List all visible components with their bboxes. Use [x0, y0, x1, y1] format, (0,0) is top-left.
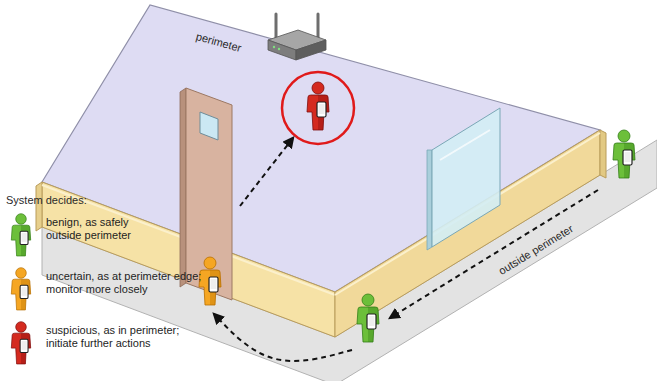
door-panel [186, 88, 232, 300]
router-side [268, 40, 296, 60]
person-head [16, 268, 27, 279]
person-icon [357, 294, 379, 342]
person-body [11, 279, 30, 310]
door [180, 88, 232, 300]
person-shade [368, 307, 379, 342]
person-shade [210, 270, 221, 305]
person-body [357, 307, 379, 342]
movement-arrow [214, 314, 352, 361]
phone-screen [22, 341, 27, 350]
person-head [16, 214, 27, 225]
phone-screen [22, 233, 27, 242]
person-icon [11, 322, 30, 364]
router-side [296, 40, 326, 60]
phone-screen [319, 104, 325, 114]
door-window [200, 112, 218, 140]
legend-text: uncertain, as at perimeter edge; monitor… [46, 270, 216, 296]
person-shade [624, 143, 635, 178]
legend-entry: benign, as safely outside perimeter [6, 212, 146, 258]
person-shade [21, 279, 31, 310]
legend-icon [6, 320, 40, 366]
legend-text: benign, as safely outside perimeter [46, 216, 146, 242]
wall-end [600, 130, 606, 178]
people [199, 82, 635, 342]
person-shade [21, 333, 31, 364]
legend-icon [6, 212, 40, 258]
phone-screen [369, 316, 375, 326]
window-edge [427, 150, 432, 250]
phone-icon [317, 102, 326, 117]
phone-screen [22, 287, 27, 296]
person-icon [613, 130, 635, 178]
phone-screen [625, 152, 631, 162]
person-shade [21, 225, 31, 256]
legend-text: suspicious, as in perimeter; initiate fu… [46, 324, 196, 350]
phone-screen [211, 279, 217, 289]
person-icon [307, 82, 329, 130]
phone-icon [20, 285, 28, 298]
wifi-router [268, 14, 326, 60]
movement-arrow [390, 190, 598, 318]
person-head [204, 257, 216, 269]
phone-icon [20, 339, 28, 352]
window-glass [427, 108, 500, 250]
legend-entry: uncertain, as at perimeter edge; monitor… [6, 266, 216, 312]
person-head [618, 130, 630, 142]
person-body [11, 225, 30, 256]
phone-icon [367, 314, 376, 329]
person-shade [318, 95, 329, 130]
person-head [16, 322, 27, 333]
router-light [278, 48, 280, 50]
alert-circle [282, 72, 354, 144]
person-body [199, 270, 221, 305]
phone-icon [20, 231, 28, 244]
router-light [273, 46, 275, 48]
person-body [11, 333, 30, 364]
person-body [307, 95, 329, 130]
person-head [312, 82, 324, 94]
window-pane [432, 108, 500, 247]
person-body [613, 143, 635, 178]
phone-icon [209, 277, 218, 292]
legend-heading: System decides: [6, 194, 87, 207]
router-antenna [317, 14, 320, 40]
wall-end [36, 182, 42, 231]
movement-arrow [240, 138, 293, 206]
door-edge [180, 88, 186, 287]
glass-glint [440, 130, 490, 160]
legend-entry: suspicious, as in perimeter; initiate fu… [6, 320, 196, 366]
legend-icon [6, 266, 40, 312]
person-icon [11, 214, 30, 256]
router-antenna [275, 14, 278, 40]
person-icon [11, 268, 30, 310]
person-icon [199, 257, 221, 305]
person-head [362, 294, 374, 306]
phone-icon [623, 150, 632, 165]
movement-paths [214, 138, 598, 361]
